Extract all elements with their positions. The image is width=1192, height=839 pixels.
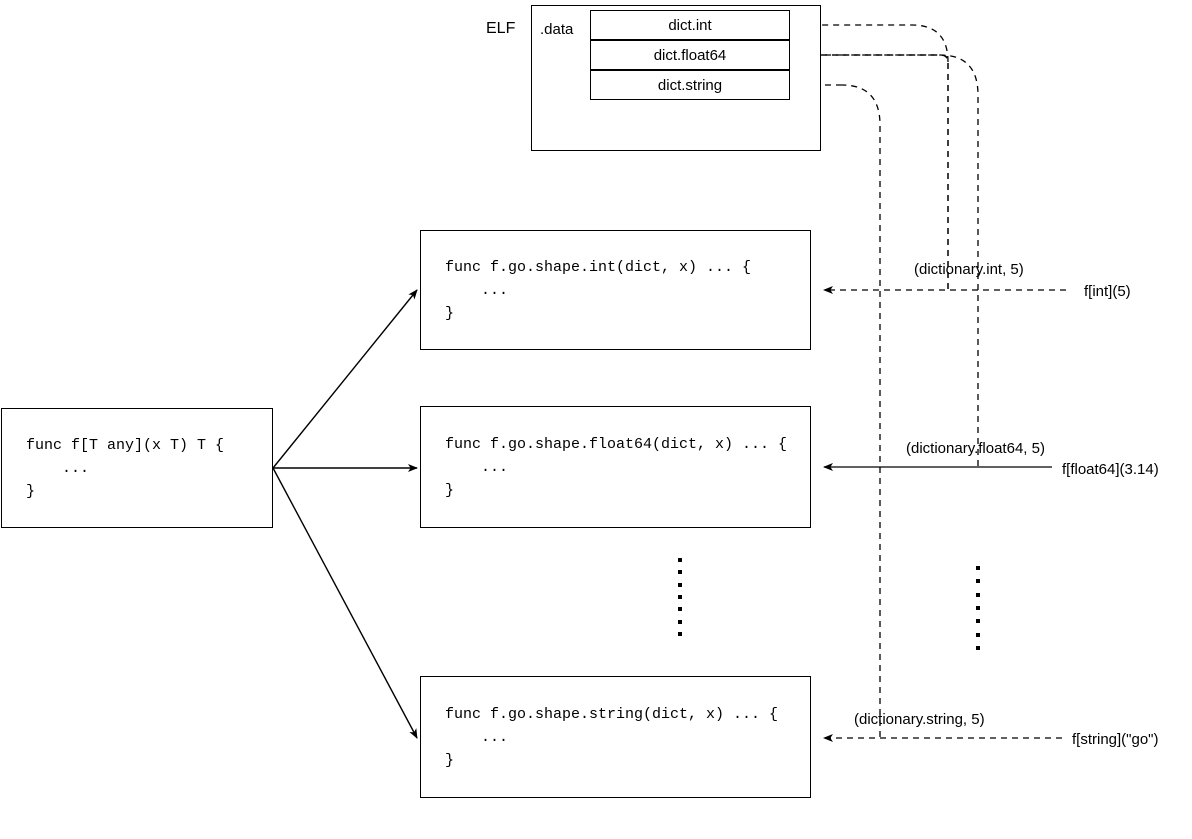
shape-instance-box-int: func f.go.shape.int(dict, x) ... { ... } xyxy=(420,230,811,350)
shape-instance-box-float64: func f.go.shape.float64(dict, x) ... { .… xyxy=(420,406,811,528)
shape-instance-line-1: func f.go.shape.float64(dict, x) ... { xyxy=(445,435,788,453)
shape-instance-line-3: } xyxy=(445,481,455,499)
elf-section-label: .data xyxy=(540,21,574,38)
edge-dict-string xyxy=(841,84,881,737)
shape-instance-line-3: } xyxy=(445,751,455,769)
callsites-ellipsis-dots xyxy=(974,566,982,650)
dict-symbol-label: dict.int xyxy=(668,16,712,34)
callsite-edges xyxy=(823,286,1066,742)
dict-arg-label-string: (dictionary.string, 5) xyxy=(854,711,985,728)
dict-symbol-row-int[interactable]: dict.int xyxy=(590,10,790,40)
call-site-label-int[interactable]: f[int](5) xyxy=(1084,283,1131,300)
edge-dict-int xyxy=(802,25,949,289)
dict-symbol-row-float64[interactable]: dict.float64 xyxy=(590,40,790,70)
dictionary-pointer-edges xyxy=(795,21,979,737)
shape-instance-line-3: } xyxy=(445,304,455,322)
elf-label: ELF xyxy=(486,20,516,37)
stencil-fanout-arrows xyxy=(272,289,418,739)
call-site-label-string[interactable]: f[string]("go") xyxy=(1072,731,1159,748)
edge-dict-int-head xyxy=(940,55,948,289)
shape-instance-line-2: ... xyxy=(445,728,509,746)
edge-dict-int-top xyxy=(812,24,949,63)
shape-instance-line-2: ... xyxy=(445,281,509,299)
generic-function-line-1: func f[T any](x T) T { xyxy=(26,436,225,454)
edge-dict-int-run xyxy=(801,54,949,289)
instances-ellipsis-dots xyxy=(676,558,684,636)
dict-symbol-row-string[interactable]: dict.string xyxy=(590,70,790,100)
arrow-generic-to-string xyxy=(272,467,418,739)
shape-instance-line-1: func f.go.shape.string(dict, x) ... { xyxy=(445,705,779,723)
generic-function-line-3: } xyxy=(26,482,36,500)
shape-instance-line-2: ... xyxy=(445,458,509,476)
dict-arg-label-float64: (dictionary.float64, 5) xyxy=(906,440,1045,457)
generic-function-box: func f[T any](x T) T { ... } xyxy=(1,408,273,528)
shape-instance-box-string: func f.go.shape.string(dict, x) ... { ..… xyxy=(420,676,811,798)
generic-function-line-2: ... xyxy=(26,459,90,477)
arrow-generic-to-int xyxy=(272,289,418,469)
dict-arg-label-int: (dictionary.int, 5) xyxy=(914,261,1024,278)
dict-symbol-label: dict.float64 xyxy=(653,46,727,64)
call-site-label-float64[interactable]: f[float64](3.14) xyxy=(1062,461,1159,478)
dict-symbol-label: dict.string xyxy=(657,76,723,94)
shape-instance-line-1: func f.go.shape.int(dict, x) ... { xyxy=(445,258,752,276)
